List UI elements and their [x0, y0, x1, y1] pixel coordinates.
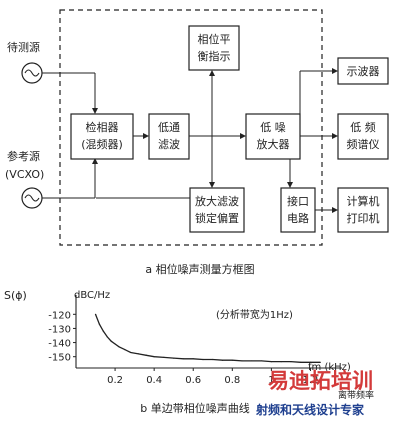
low-noise-amp-label-2: 放大器 — [257, 137, 290, 151]
data-point — [106, 336, 108, 338]
y-tick-label: -140 — [48, 339, 71, 350]
amp-filter-lock-label-2: 锁定偏置 — [195, 211, 239, 225]
phase-balance-label-1: 相位平 — [198, 32, 231, 46]
phase-detector-label-1: 检相器 — [86, 120, 119, 134]
caption-b: b 单边带相位噪声曲线 — [140, 401, 249, 415]
oscilloscope-label: 示波器 — [347, 65, 380, 78]
data-point — [118, 346, 120, 348]
data-point — [192, 358, 194, 360]
data-point — [145, 354, 147, 356]
data-point — [137, 353, 140, 355]
interface-box — [280, 187, 316, 233]
data-point — [124, 349, 126, 351]
data-point — [270, 361, 272, 363]
spectrum-analyzer-label-1: 低 频 — [350, 120, 376, 134]
noise-curve — [94, 314, 321, 363]
y-tick-label: -120 — [48, 310, 71, 321]
low-noise-amp-label-1: 低 噪 — [260, 121, 286, 134]
data-point — [130, 351, 132, 354]
x-axis-sub: 离带频率 — [338, 389, 374, 401]
data-point — [309, 361, 312, 363]
data-point — [110, 340, 112, 342]
data-point — [280, 361, 282, 363]
reference-source-sub: (VCXO) — [5, 168, 44, 181]
data-point — [202, 358, 204, 361]
low-noise-amp-box — [245, 113, 301, 160]
interface-label-1: 接口 — [287, 195, 309, 208]
phase-balance-label-2: 衡指示 — [198, 49, 231, 63]
x-tick-label: 0.4 — [146, 375, 162, 386]
series — [94, 313, 321, 363]
data-point — [300, 361, 302, 363]
phase-detector-label-2: (混频器) — [81, 137, 123, 151]
phase-balance-box — [188, 25, 240, 71]
data-point — [153, 356, 155, 358]
data-point — [163, 356, 165, 359]
phase-detector-box — [70, 113, 134, 160]
computer-label-1: 计算机 — [347, 194, 380, 208]
data-point — [173, 357, 175, 359]
data-point — [290, 361, 292, 363]
spectrum-analyzer-box — [337, 113, 389, 160]
computer-label-2: 打印机 — [347, 211, 380, 225]
oscilloscope-box — [337, 57, 389, 85]
lowpass-box — [148, 113, 190, 160]
interface-label-2: 电路 — [287, 212, 309, 225]
data-point — [98, 323, 101, 325]
phase-noise-chart: S(ϕ) dBC/Hz (分析带宽为1Hz) fm (kHz) 离带频率 -12… — [4, 289, 374, 415]
x-tick-label: 0.2 — [107, 375, 123, 386]
y-tick-label: -130 — [48, 324, 71, 335]
amp-filter-lock-box — [189, 187, 245, 233]
data-point — [102, 330, 104, 332]
y-axis-label: S(ϕ) — [4, 289, 27, 302]
data-point — [231, 359, 233, 361]
computer-box — [337, 187, 389, 233]
y-tick-label: -150 — [48, 353, 71, 364]
watermark: 易迪拓培训 射频和天线设计专家 — [255, 369, 373, 417]
reference-source-label: 参考源 — [7, 149, 40, 163]
x-tick-label: 0.6 — [185, 375, 201, 386]
data-point — [114, 343, 116, 345]
spectrum-analyzer-label-2: 频谱仪 — [347, 137, 380, 151]
test-source-label: 待测源 — [7, 40, 40, 54]
data-point — [221, 359, 224, 361]
watermark-line-1: 易迪拓培训 — [268, 369, 373, 393]
data-point — [319, 361, 321, 363]
data-point — [212, 358, 214, 361]
data-point — [251, 360, 253, 362]
lowpass-label-1: 低通 — [158, 121, 180, 134]
amp-filter-lock-label-1: 放大滤波 — [195, 194, 239, 208]
dashed-enclosure — [59, 9, 323, 246]
y-unit-label: dBC/Hz — [74, 290, 110, 301]
tick-marks: -120 -130 -140 -150 0.2 0.4 0.6 0.8 1 1.2 — [48, 310, 318, 386]
watermark-line-2: 射频和天线设计专家 — [255, 402, 365, 417]
data-point — [182, 358, 185, 360]
data-point — [241, 360, 243, 362]
test-source-icon — [21, 62, 43, 84]
x-tick-label: 1 — [268, 375, 274, 386]
axes — [75, 295, 342, 369]
lowpass-label-2: 滤波 — [158, 138, 180, 151]
caption-a: a 相位噪声测量方框图 — [145, 262, 254, 276]
data-point — [94, 313, 97, 315]
annotation: (分析带宽为1Hz) — [216, 308, 293, 321]
block-diagram: 待测源 参考源 (VCXO) 检相器 (混频器) 低通 滤波 相位平 衡指示 — [5, 9, 389, 276]
reference-source-icon — [21, 187, 43, 209]
x-tick-label: 0.8 — [224, 375, 240, 386]
x-tick-label: 1.2 — [303, 375, 319, 386]
data-point — [261, 360, 263, 362]
